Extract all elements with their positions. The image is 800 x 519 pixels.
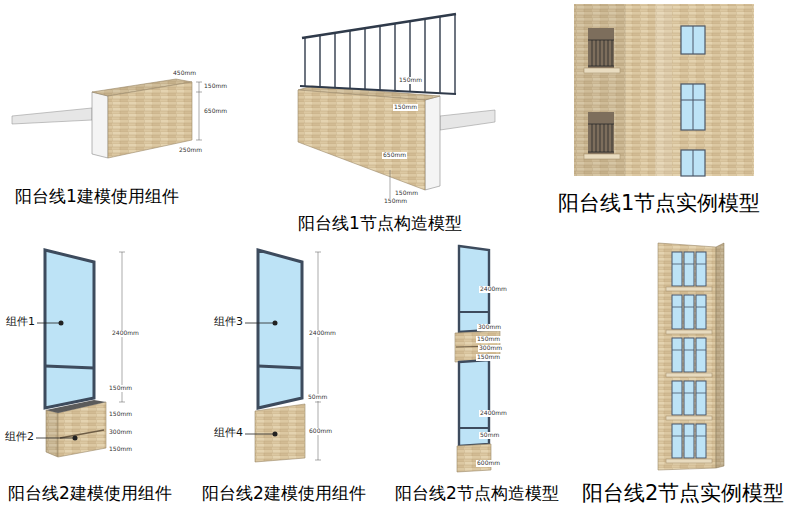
dimension-label: 650mm (203, 108, 228, 115)
dimension-label: 2400mm (479, 410, 508, 417)
dimension-label: 150mm (394, 190, 419, 197)
facade-example-2 (658, 243, 724, 470)
dimension-label: 150mm (476, 354, 501, 361)
dimension-label: 50mm (307, 394, 328, 401)
dimension-label: 150mm (476, 336, 501, 343)
dimension-label: 150mm (203, 83, 228, 90)
dimension-label: 600mm (308, 428, 333, 435)
dimension-label: 50mm (479, 432, 500, 439)
dimension-label: 300mm (478, 345, 503, 352)
caption-text: 阳台线2节点实例模型 (582, 481, 784, 505)
caption-text: 阳台线2建模使用组件 (8, 484, 172, 504)
part-label: 组件1 (6, 316, 35, 329)
balcony-construction-1 (298, 14, 495, 205)
caption-text: 阳台线2节点构造模型 (395, 484, 559, 504)
dimension-label: 150mm (398, 77, 423, 84)
balcony-component-2a (36, 250, 125, 457)
caption-text: 阳台线1节点实例模型 (558, 191, 760, 215)
caption-text: 阳台线1节点构造模型 (298, 214, 462, 234)
dimension-label: 150mm (108, 385, 133, 392)
dimension-label: 150mm (383, 198, 408, 205)
dimension-label: 2400mm (111, 330, 140, 337)
dimension-label: 2400mm (479, 286, 508, 293)
dimension-label: 300mm (477, 324, 502, 331)
dimension-label: 650mm (382, 152, 407, 159)
dimension-label: 2400mm (308, 330, 337, 337)
dimension-label: 150mm (393, 104, 418, 111)
balcony-component-1 (12, 79, 202, 158)
dimension-label: 150mm (108, 411, 133, 418)
dimension-label: 300mm (108, 429, 133, 436)
caption-text: 阳台线2建模使用组件 (202, 484, 366, 504)
part-label: 组件3 (214, 316, 243, 329)
dimension-label: 150mm (108, 446, 133, 453)
facade-example-1 (574, 4, 754, 176)
part-label: 组件4 (214, 427, 243, 440)
caption-text: 阳台线1建模使用组件 (15, 187, 179, 207)
part-label: 组件2 (5, 431, 34, 444)
dimension-label: 450mm (172, 70, 197, 77)
dimension-label: 600mm (476, 460, 501, 467)
dimension-label: 250mm (178, 147, 203, 154)
